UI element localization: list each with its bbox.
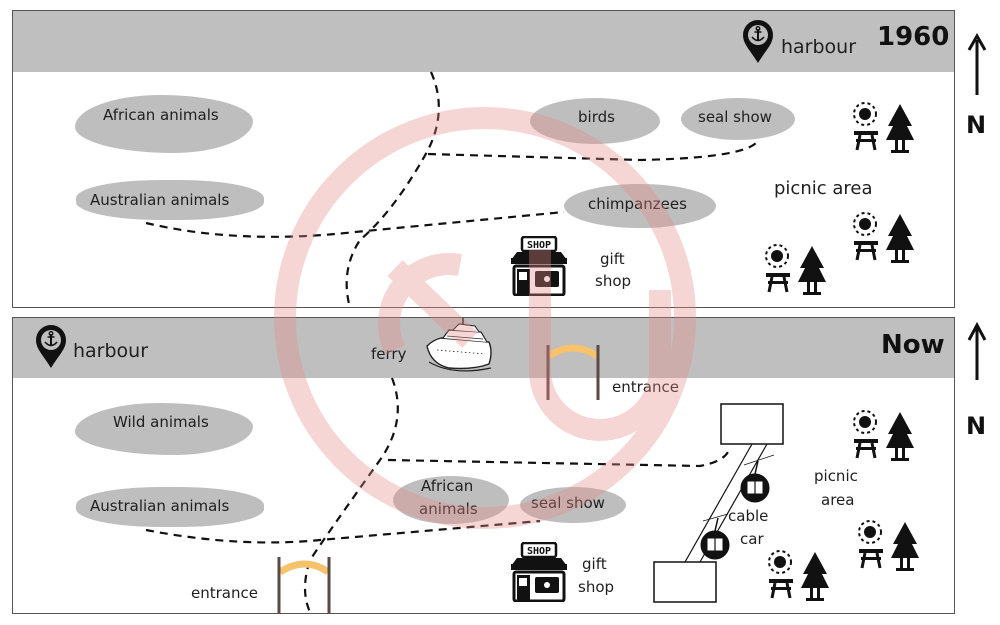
picnic-table-icon: [850, 210, 920, 272]
tree-icon: [798, 246, 826, 295]
shop-icon: SHOP: [509, 235, 569, 300]
tree-icon: [891, 522, 919, 571]
label-car: car: [740, 530, 764, 548]
label-area: area: [821, 491, 855, 509]
tree-icon: [886, 412, 914, 461]
label-australian-animals-1960: Australian animals: [90, 191, 230, 209]
label-birds-1960: birds: [578, 108, 615, 126]
shop-icon: SHOP: [509, 541, 569, 606]
area-african-animals-1960: [75, 95, 253, 153]
label-gift-1960: gift: [600, 250, 625, 268]
picnic-table-icon: [765, 548, 835, 610]
label-entrance-bottom: entrance: [191, 584, 258, 602]
area-african-animals-now: [393, 476, 509, 524]
tree-icon: [886, 214, 914, 263]
year-label-1960: 1960: [877, 22, 950, 52]
area-wild-animals: [75, 403, 253, 455]
north-label-1960: N: [966, 111, 987, 139]
label-picnic-area-1960: picnic area: [774, 178, 873, 199]
label-seal-show-now: seal show: [531, 494, 605, 512]
picnic-table-icon: [855, 518, 925, 580]
north-label-now: N: [966, 412, 987, 440]
anchor-pin-icon: [742, 20, 774, 68]
picnic-table-icon: [850, 100, 920, 162]
north-arrow-icon: [967, 32, 987, 95]
area-birds-1960: [530, 98, 660, 144]
year-label-now: Now: [881, 330, 945, 360]
label-chimpanzees-1960: chimpanzees: [588, 195, 687, 213]
area-seal-show-1960: [681, 98, 795, 140]
north-arrow-icon: [967, 321, 987, 380]
label-wild-animals: Wild animals: [113, 413, 209, 431]
picnic-table-icon: [850, 408, 920, 470]
harbour-band-1960: [13, 11, 954, 72]
svg-text:SHOP: SHOP: [527, 546, 551, 557]
picnic-table-icon: [762, 242, 832, 304]
label-shop-1960: shop: [595, 272, 632, 290]
label-picnic: picnic: [814, 467, 858, 485]
label-seal-show-1960: seal show: [698, 108, 772, 126]
label-animals-now: animals: [419, 500, 478, 518]
harbour-label-now: harbour: [73, 340, 149, 362]
tree-icon: [886, 104, 914, 153]
label-entrance-top: entrance: [612, 378, 679, 396]
label-african-now: African: [421, 477, 474, 495]
label-gift-now: gift: [582, 555, 607, 573]
area-chimpanzees-1960: [564, 184, 716, 228]
harbour-label-1960: harbour: [781, 36, 857, 58]
anchor-pin-icon: [35, 325, 67, 373]
label-australian-animals-now: Australian animals: [90, 497, 230, 515]
tree-icon: [801, 552, 829, 601]
label-cable: cable: [728, 507, 769, 525]
label-ferry: ferry: [371, 345, 407, 363]
ship-icon: [423, 318, 497, 378]
area-seal-show-now: [520, 487, 626, 523]
label-african-animals-1960: African animals: [103, 106, 219, 124]
svg-text:SHOP: SHOP: [527, 240, 551, 251]
label-shop-now: shop: [578, 578, 615, 596]
